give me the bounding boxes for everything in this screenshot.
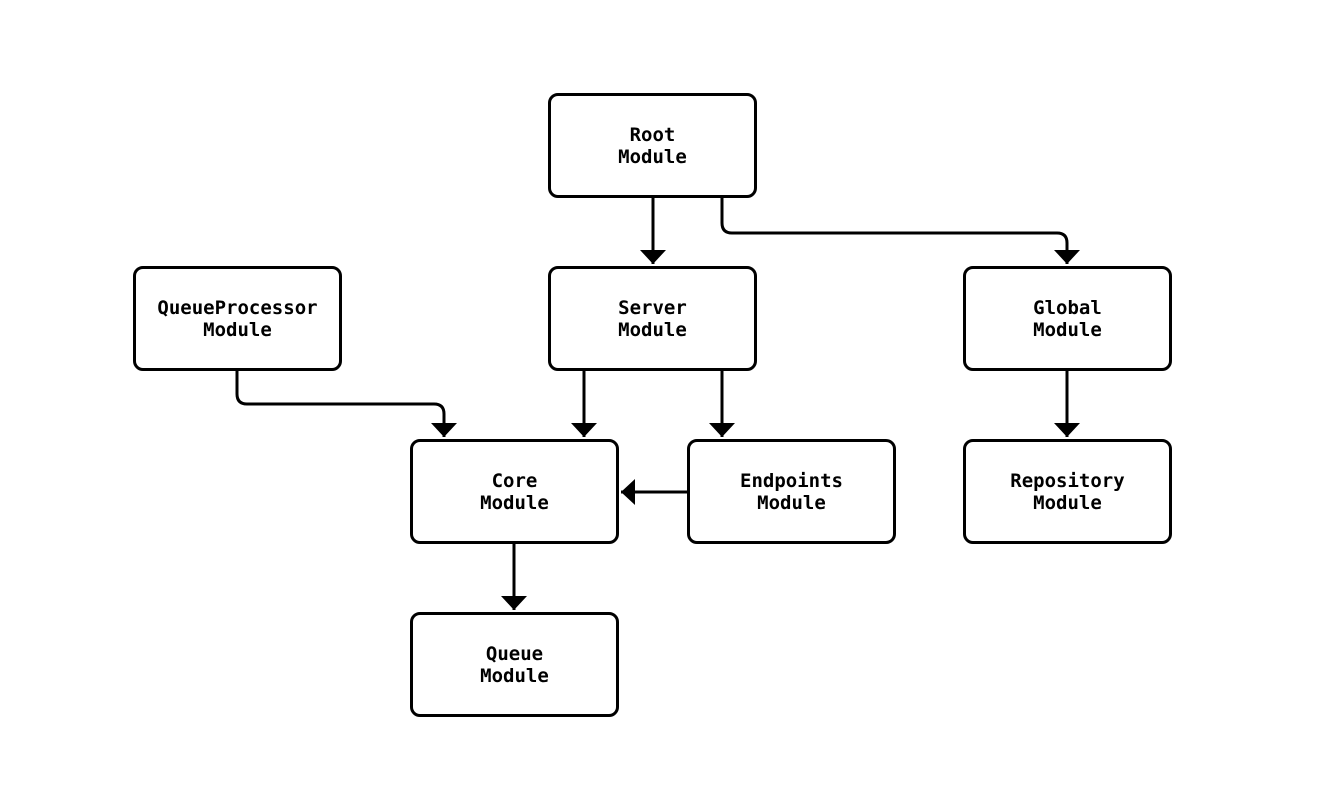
- edge-queueprocessor-to-core: [235, 371, 457, 437]
- node-repository-module: Repository Module: [963, 439, 1172, 544]
- node-global-module: Global Module: [963, 266, 1172, 371]
- node-root-module: Root Module: [548, 93, 757, 198]
- node-endpoints-module: Endpoints Module: [687, 439, 896, 544]
- node-repository-module-label: Repository Module: [1010, 469, 1125, 514]
- node-queueprocessor-module: QueueProcessor Module: [133, 266, 342, 371]
- node-endpoints-module-label: Endpoints Module: [740, 469, 843, 514]
- node-core-module-label: Core Module: [480, 469, 549, 514]
- edge-root-to-global: [720, 198, 1080, 264]
- node-root-module-label: Root Module: [618, 123, 687, 168]
- node-queueprocessor-module-label: QueueProcessor Module: [157, 296, 318, 341]
- node-queue-module: Queue Module: [410, 612, 619, 717]
- node-server-module-label: Server Module: [618, 296, 687, 341]
- node-global-module-label: Global Module: [1033, 296, 1102, 341]
- node-server-module: Server Module: [548, 266, 757, 371]
- node-queue-module-label: Queue Module: [480, 642, 549, 687]
- node-core-module: Core Module: [410, 439, 619, 544]
